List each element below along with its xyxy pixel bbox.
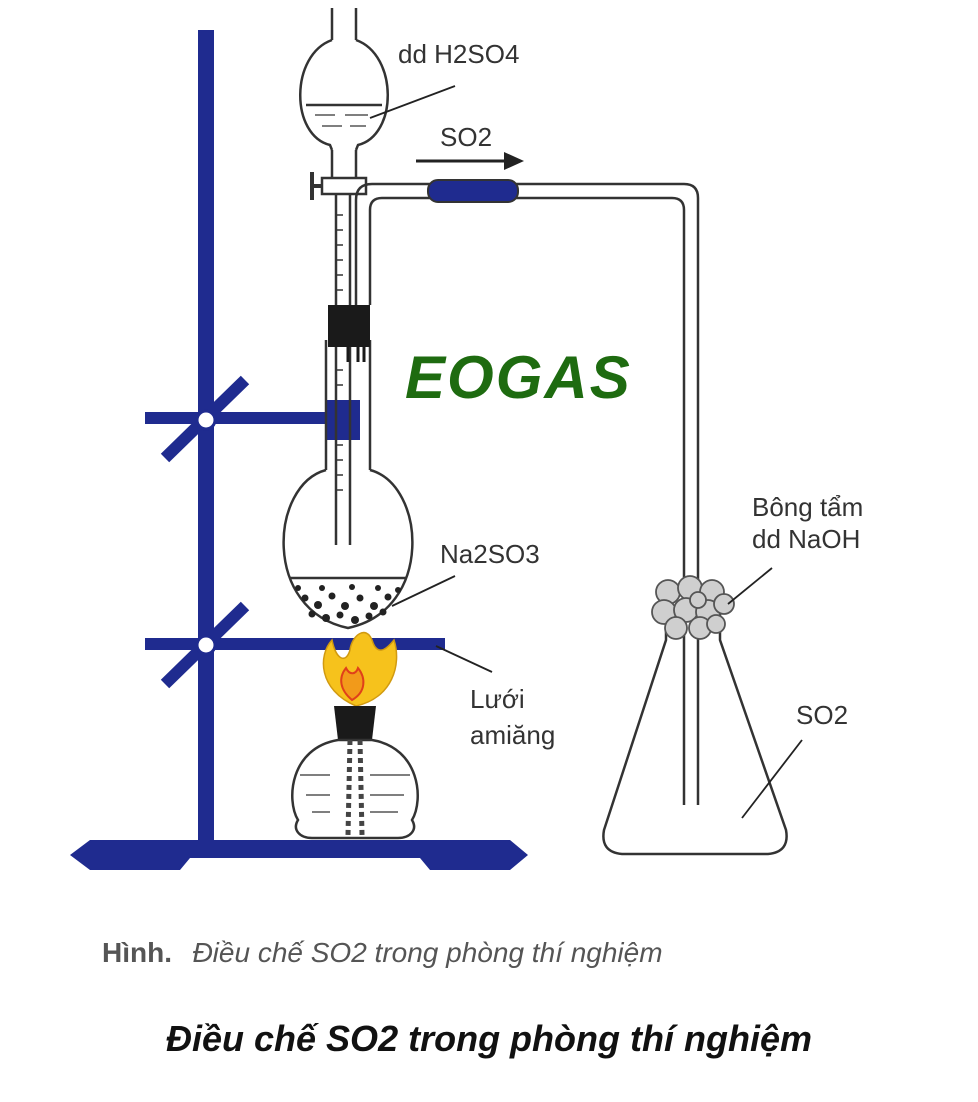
acid-texture: [315, 114, 368, 127]
funnel-neck-top: [330, 8, 358, 40]
figure-caption-text: Điều chế SO2 trong phòng thí nghiệm: [192, 937, 662, 968]
stand-base: [70, 840, 528, 870]
flow-arrow-icon: [504, 152, 524, 170]
label-cotton-line1: Bông tẩm: [752, 492, 863, 522]
leader-flask-so2: [741, 739, 803, 819]
watermark-logo: EOGAS: [405, 344, 632, 411]
leader-lines: [369, 85, 803, 819]
leader-h2so4: [369, 85, 456, 119]
stopper-tubes: [346, 347, 366, 362]
stand-rod: [198, 30, 214, 850]
wick-holder: [334, 706, 376, 740]
leader-mesh: [435, 645, 493, 673]
label-mesh-line1: Lưới: [470, 684, 525, 714]
flask-tube-inside: [682, 612, 700, 805]
conical-flask: [602, 612, 788, 856]
upper-clamp-knob: [195, 409, 217, 431]
tube-graduations: [336, 214, 343, 491]
label-cotton-line2: dd NaOH: [752, 524, 860, 554]
label-na2so3: Na2SO3: [440, 539, 540, 569]
stopcock-handle-icon: [310, 172, 322, 200]
label-flask-so2: SO2: [796, 700, 848, 730]
round-bottom-flask: [282, 340, 414, 630]
rubber-stopper: [328, 305, 370, 347]
stopcock: [320, 176, 368, 196]
page-title: Điều chế SO2 trong phòng thí nghiệm: [166, 1018, 812, 1059]
naoh-cotton-plug: [651, 575, 735, 640]
separatory-funnel: [299, 8, 389, 190]
upper-clamp-jaw: [326, 400, 360, 440]
figure-caption-prefix: Hình.: [102, 937, 172, 968]
upper-clamp-arm: [145, 412, 355, 424]
figure-caption: Hình. Điều chế SO2 trong phòng thí nghiệ…: [102, 937, 663, 968]
flame-core: [340, 665, 365, 702]
label-so2-flow: SO2: [440, 122, 492, 152]
leader-na2so3: [391, 575, 456, 607]
lower-clamp-knob: [195, 634, 217, 656]
label-mesh-line2: amiăng: [470, 720, 555, 750]
leader-cotton: [727, 567, 773, 605]
delivery-tube: [354, 182, 700, 805]
flask-neck: [324, 340, 372, 470]
alcohol-burner: [291, 631, 419, 840]
burner-liquid-lines: [300, 774, 410, 813]
funnel-bulb: [299, 38, 389, 151]
flask-body: [282, 468, 414, 630]
label-h2so4: dd H2SO4: [398, 39, 519, 69]
wick: [345, 739, 365, 836]
rubber-connector: [427, 179, 519, 203]
na2so3-solid: [295, 584, 401, 624]
burner-body: [291, 738, 419, 840]
retort-stand: [70, 30, 528, 870]
lower-ring-arm: [145, 638, 445, 650]
